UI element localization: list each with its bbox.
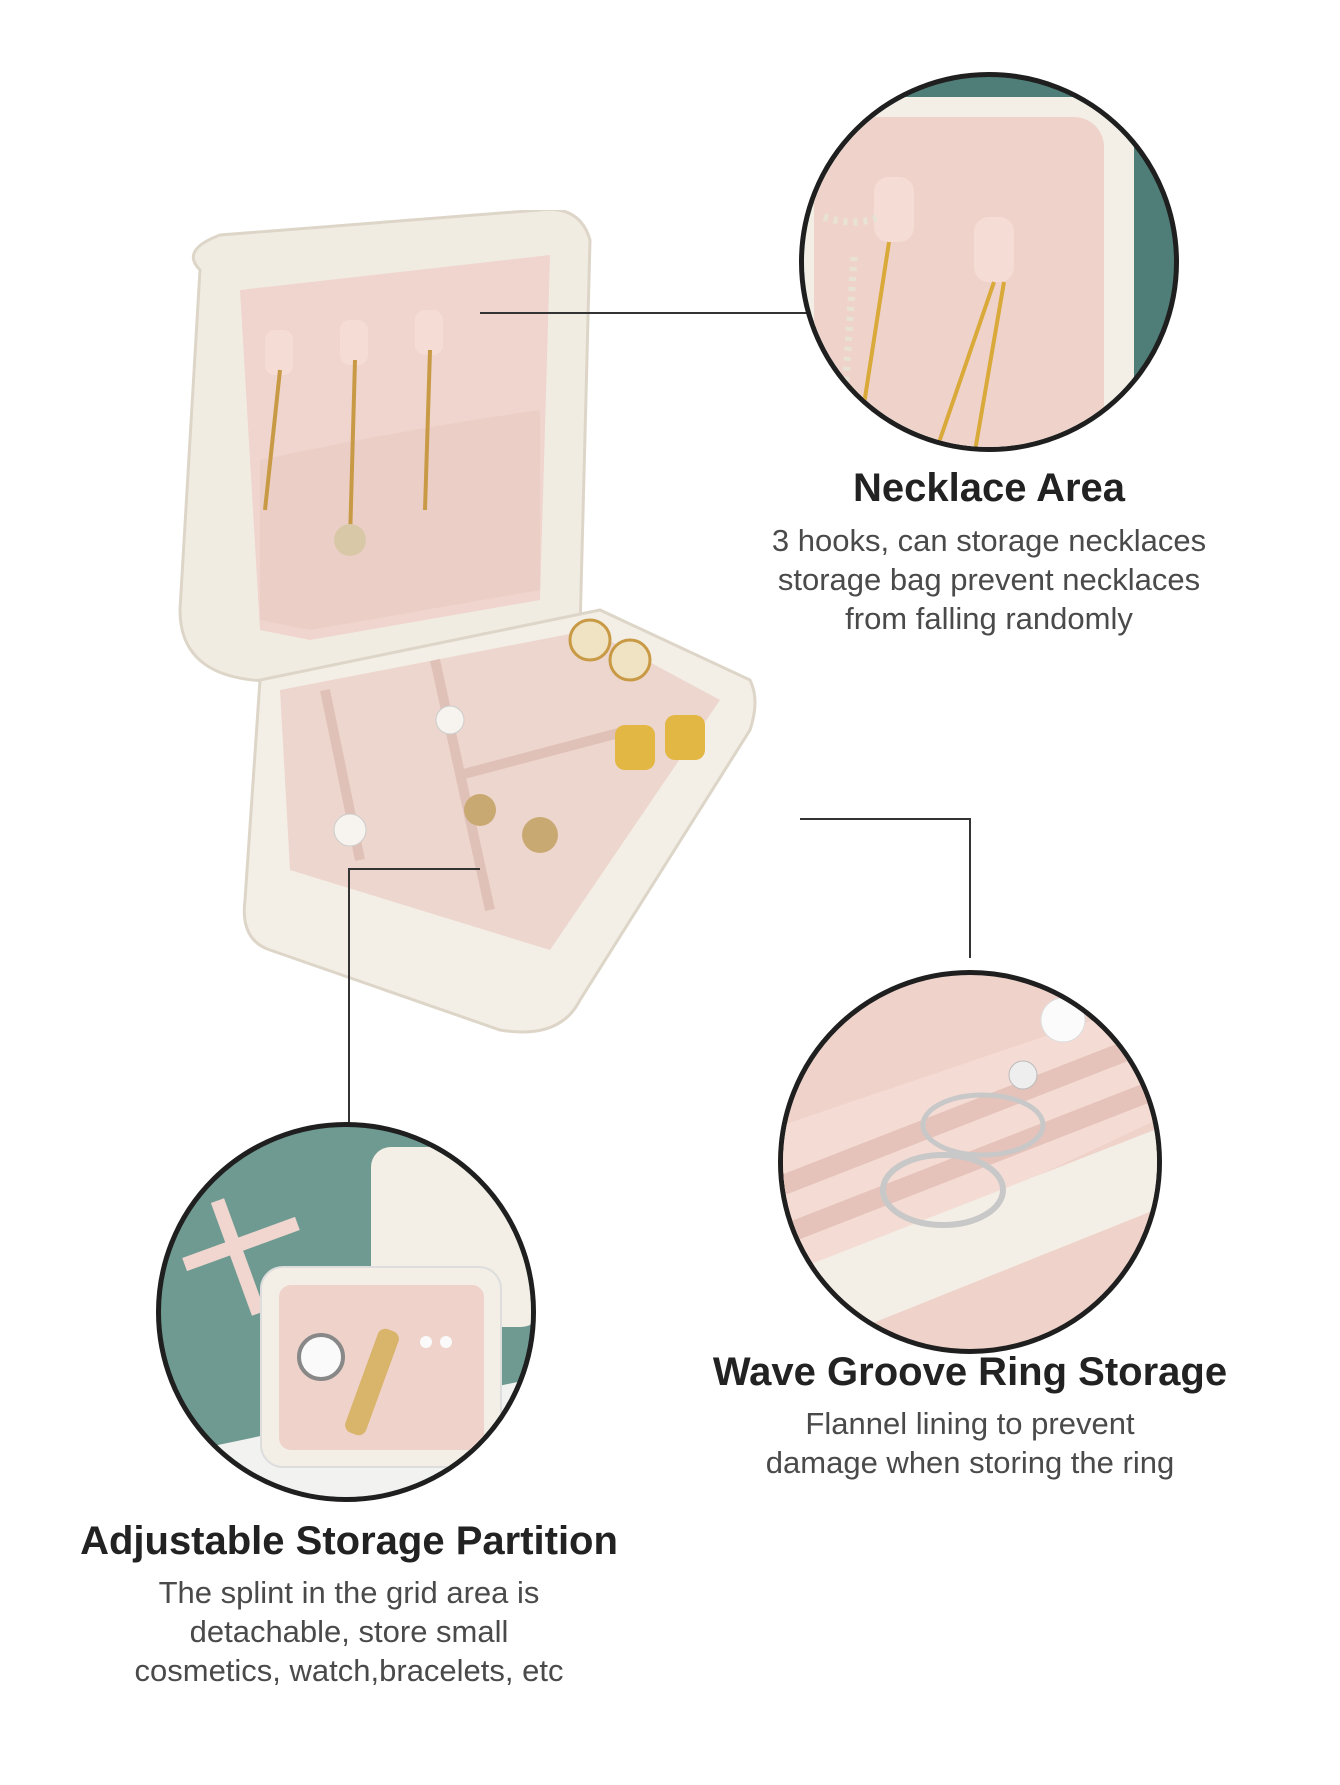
description-line: from falling randomly	[845, 601, 1133, 636]
ring-storage-description: Flannel lining to prevent damage when st…	[766, 1404, 1174, 1482]
connector-line-ring-v	[969, 818, 971, 958]
necklace-area-title: Necklace Area	[852, 466, 1126, 510]
necklace-area-closeup	[799, 72, 1179, 452]
description-line: detachable, store small	[189, 1614, 509, 1649]
connector-line-necklace	[480, 312, 810, 314]
description-line: The splint in the grid area is	[158, 1575, 540, 1610]
necklace-area-description: 3 hooks, can storage necklaces storage b…	[772, 521, 1206, 638]
partition-title: Adjustable Storage Partition	[80, 1519, 618, 1563]
description-line: cosmetics, watch,bracelets, etc	[134, 1653, 564, 1688]
connector-line-ring-h	[800, 818, 971, 820]
description-line: Flannel lining to prevent	[805, 1406, 1135, 1441]
jewelry-box-image	[160, 207, 840, 1050]
ring-storage-title: Wave Groove Ring Storage	[712, 1350, 1228, 1394]
description-line: storage bag prevent necklaces	[777, 562, 1201, 597]
connector-line-partition-h	[348, 868, 480, 870]
partition-description: The splint in the grid area is detachabl…	[135, 1573, 564, 1690]
storage-partition-closeup	[156, 1122, 536, 1502]
description-line: 3 hooks, can storage necklaces	[771, 523, 1207, 558]
description-line: damage when storing the ring	[765, 1445, 1175, 1480]
ring-storage-closeup	[778, 970, 1162, 1354]
connector-line-partition-v	[348, 868, 350, 1126]
